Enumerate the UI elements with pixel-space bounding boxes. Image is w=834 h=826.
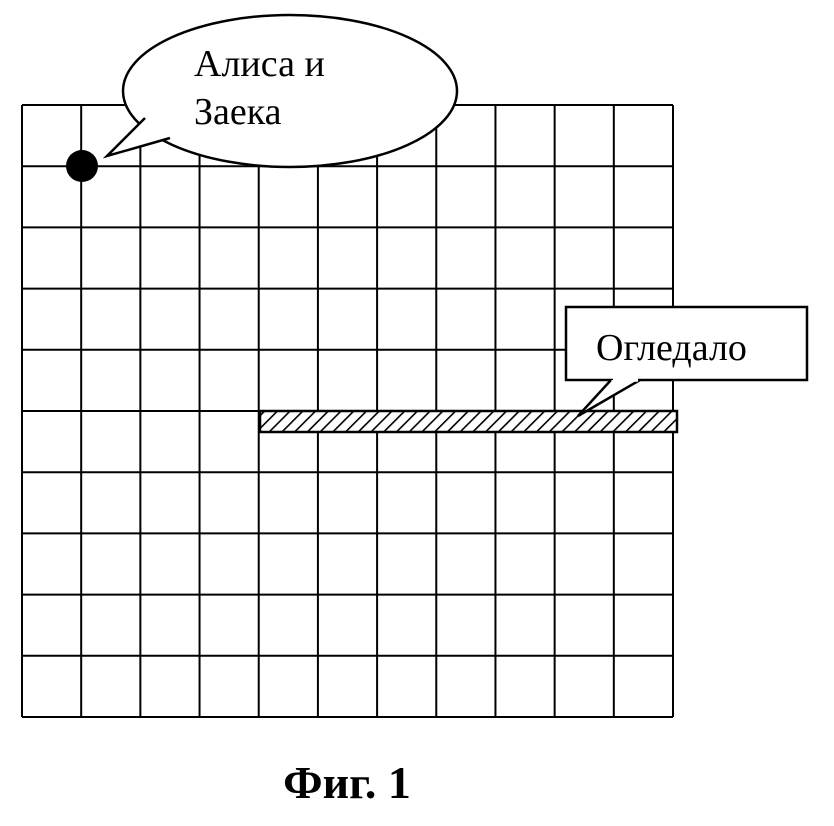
mirror-callout-label: Огледало [596, 327, 747, 369]
alice-callout-line-1: Алиса и [194, 43, 325, 85]
mirror-bar [258, 409, 679, 434]
alice-callout-line-2: Заека [194, 91, 282, 133]
alice-speech-bubble [102, 13, 459, 169]
mirror-callout-box [564, 305, 809, 418]
start-position-marker [66, 150, 98, 182]
figure-caption: Фиг. 1 [283, 757, 411, 808]
